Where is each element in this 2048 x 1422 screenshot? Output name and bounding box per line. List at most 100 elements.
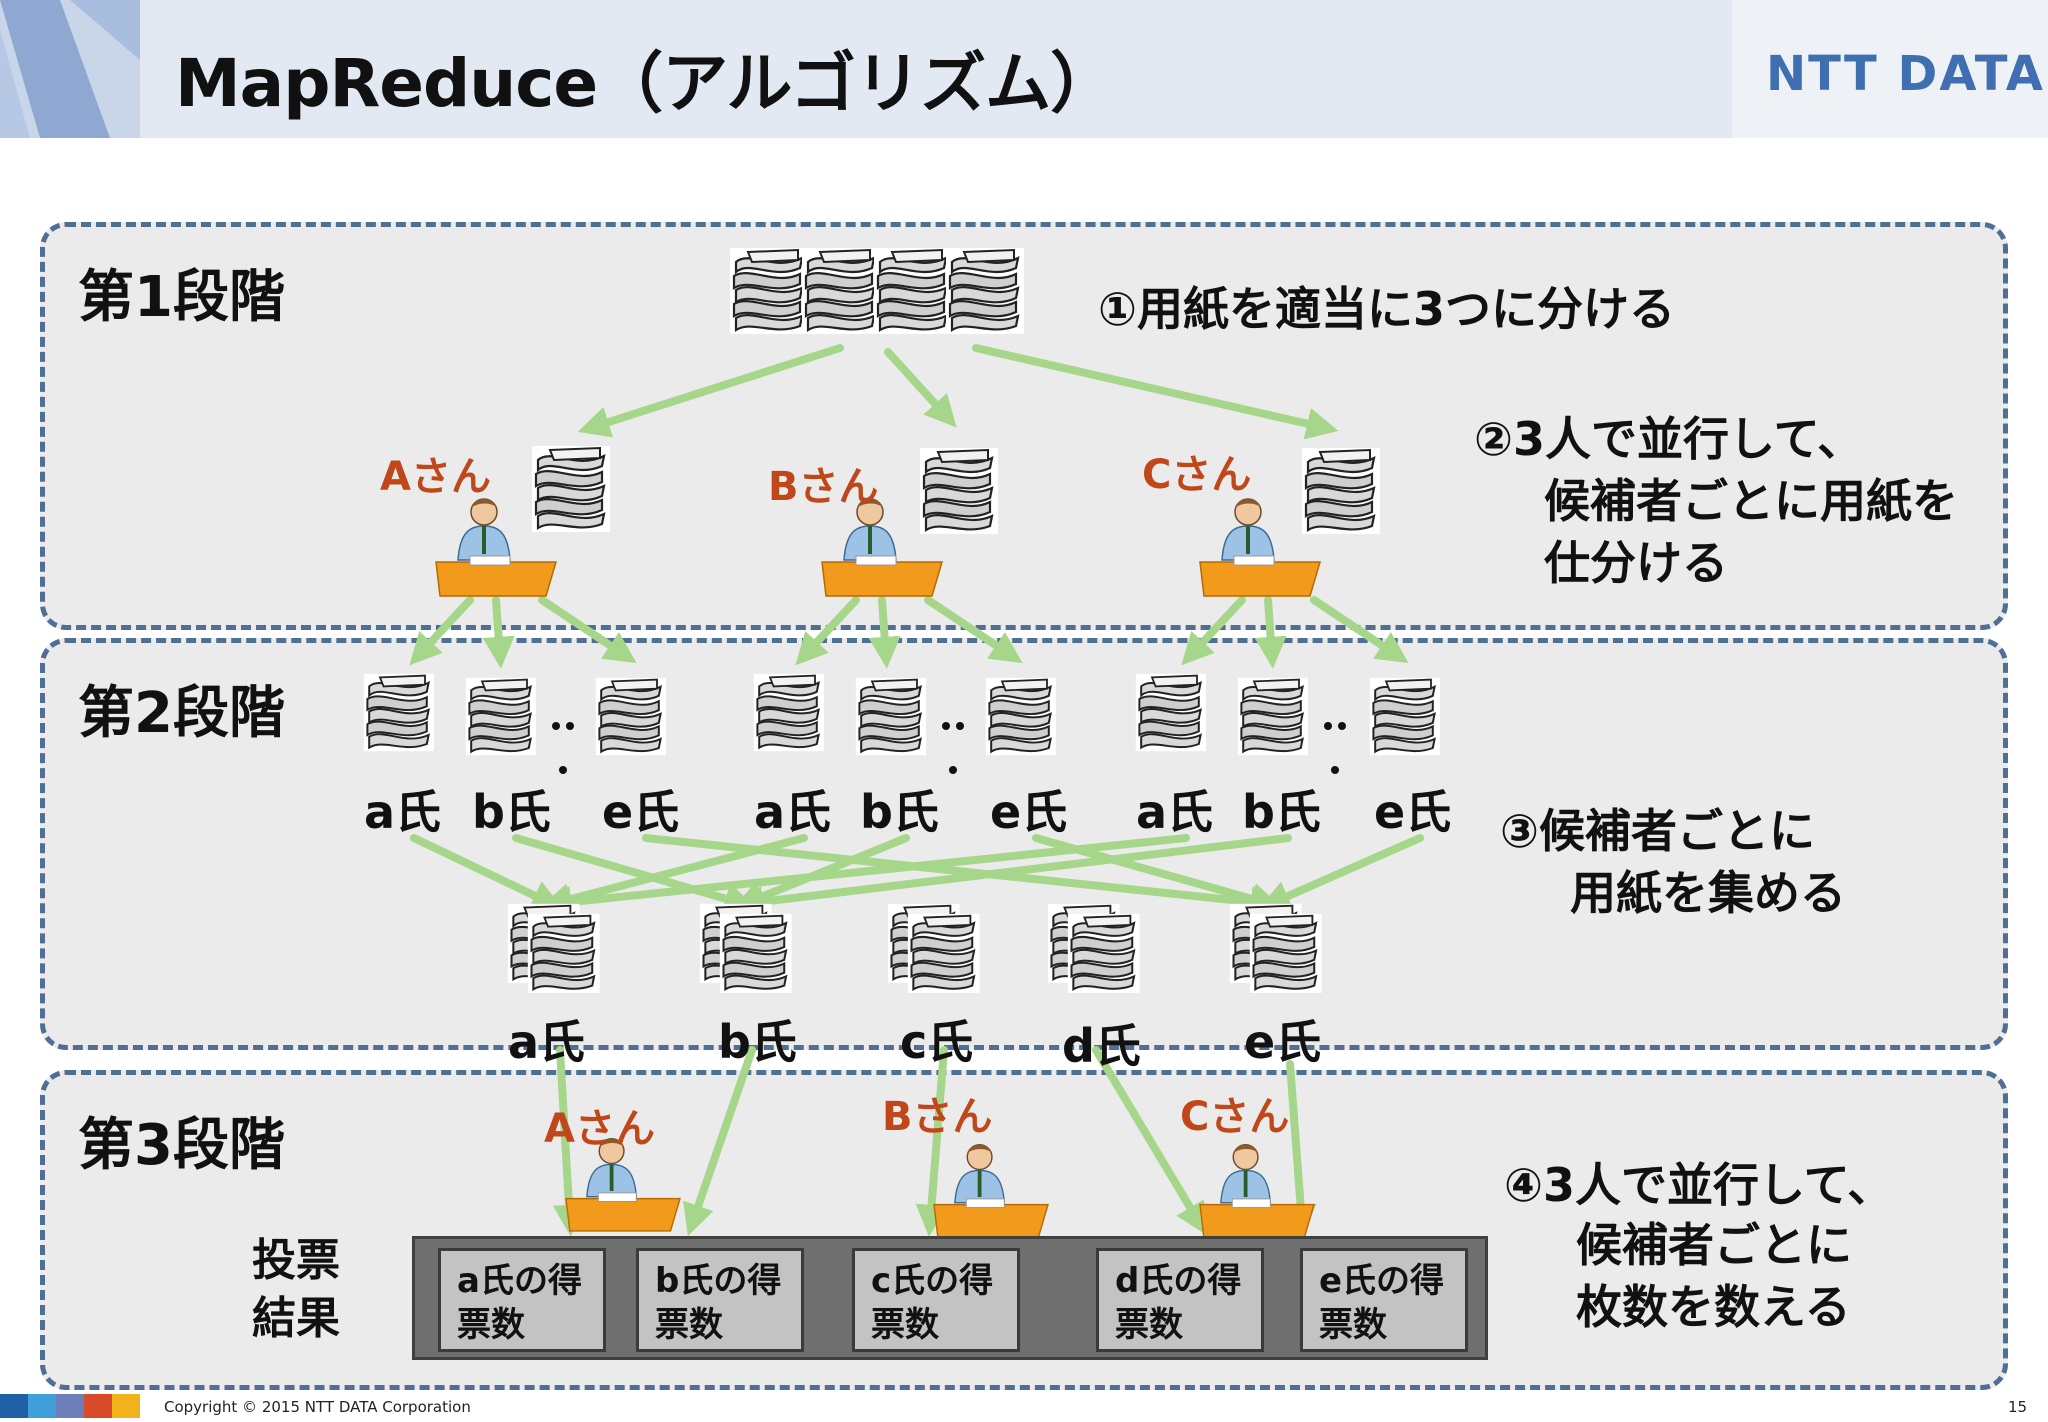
result-box-d: d氏の得 票数: [1096, 1248, 1264, 1352]
logo-area: [1732, 0, 2048, 138]
merged-label-a: a氏: [508, 1015, 586, 1069]
arrow-merged-b-to-counter: [683, 1046, 756, 1237]
stage2-group-c-label-b: b氏: [1242, 785, 1321, 839]
stage2-group-a-label-b: b氏: [472, 785, 551, 839]
arrow-worker-b-to-e: [924, 596, 1023, 664]
paper-stack-worker-a: [530, 444, 612, 534]
header-decoration: [0, 0, 140, 138]
stage-1-label: 第1段階: [78, 265, 285, 330]
arrow-worker-a-to-b: [482, 596, 515, 669]
merged-label-d: d氏: [1062, 1019, 1141, 1073]
result-d-line-2: 票数: [1115, 1305, 1183, 1345]
stage3-worker-a-label: Aさん: [544, 1106, 655, 1152]
footer-color-strip: [0, 1394, 140, 1418]
stage2-group-c-label-a: a氏: [1136, 785, 1214, 839]
ellipsis-dots-group3: [1324, 722, 1346, 774]
merged-label-b: b氏: [718, 1015, 797, 1069]
arrow-worker-a-to-e: [538, 596, 637, 664]
stage-3-label: 第3段階: [78, 1113, 285, 1178]
paper-stack-worker-c: [1300, 446, 1382, 536]
arrow-source-to-b: [884, 348, 957, 428]
result-box-b: b氏の得 票数: [636, 1248, 804, 1352]
merged-stack-e-front: [1248, 912, 1323, 994]
merged-stack-c-front: [906, 912, 981, 994]
merged-stack-d-front: [1066, 912, 1141, 994]
note-step-3-line-1: ③候補者ごとに: [1500, 804, 1815, 858]
result-box-c: c氏の得 票数: [852, 1248, 1020, 1352]
arrow-merged-e-to-counter: [1284, 1060, 1317, 1237]
note-step-4-line-1: ④3人で並行して、: [1504, 1158, 1894, 1212]
stage3-worker-b-label: Bさん: [882, 1094, 993, 1140]
slide-title: MapReduce（アルゴリズム）: [175, 45, 1116, 122]
stage2-pile-group2-b: [854, 676, 927, 757]
stage2-group-b-label-a: a氏: [754, 785, 832, 839]
vote-result-label-line-2: 結果: [252, 1293, 340, 1344]
stage2-pile-group1-a: [362, 672, 435, 753]
note-step-2-line-3: 仕分ける: [1544, 536, 1728, 590]
paper-stack-source-4: [944, 246, 1026, 336]
arrow-source-to-a: [577, 344, 844, 438]
shuffle-arrow-group3-e: [1258, 834, 1424, 911]
stage2-pile-group1-b: [464, 676, 537, 757]
shuffle-arrow-group3-a: [539, 834, 1190, 918]
stage2-group-a-label-a: a氏: [364, 785, 442, 839]
stage2-group-b-label-e: e氏: [990, 785, 1068, 839]
stage1-worker-a-label: Aさん: [380, 454, 491, 500]
result-e-line-1: e氏の得: [1319, 1261, 1445, 1301]
merged-stack-a-front: [526, 912, 601, 994]
result-box-e: e氏の得 票数: [1300, 1248, 1468, 1352]
copyright-text: Copyright © 2015 NTT DATA Corporation: [164, 1398, 471, 1416]
arrow-worker-c-to-b: [1254, 596, 1287, 669]
result-c-line-2: 票数: [871, 1305, 939, 1345]
note-step-4-line-2: 候補者ごとに: [1576, 1218, 1852, 1272]
stage2-group-b-label-b: b氏: [860, 785, 939, 839]
stage2-pile-group1-e: [594, 676, 667, 757]
arrow-worker-a-to-a: [409, 596, 474, 666]
arrow-worker-b-to-b: [868, 596, 901, 669]
paper-stack-source-2: [800, 246, 882, 336]
arrow-merged-c-to-counter: [915, 1046, 948, 1237]
stage2-group-a-label-e: e氏: [602, 785, 680, 839]
stage-1-panel: [40, 222, 2008, 630]
note-step-4-line-3: 枚数を数える: [1576, 1280, 1851, 1334]
stage-2-label: 第2段階: [78, 681, 285, 746]
result-b-line-1: b氏の得: [655, 1261, 782, 1301]
arrow-worker-b-to-a: [795, 596, 860, 666]
stage2-pile-group3-b: [1236, 676, 1309, 757]
result-a-line-1: a氏の得: [457, 1261, 582, 1301]
ellipsis-dots-group2: [942, 722, 964, 774]
shuffle-arrow-group3-b: [731, 834, 1292, 918]
arrow-worker-c-to-a: [1181, 596, 1246, 666]
result-c-line-1: c氏の得: [871, 1261, 994, 1301]
arrow-worker-c-to-e: [1310, 596, 1409, 664]
stage2-pile-group2-e: [984, 676, 1057, 757]
arrow-source-to-c: [972, 344, 1339, 440]
note-step-2-line-1: ②3人で並行して、: [1474, 412, 1864, 466]
stage3-worker-b-icon: [933, 1144, 1049, 1238]
stage2-group-c-label-e: e氏: [1374, 785, 1452, 839]
stage1-worker-c-label: Cさん: [1142, 452, 1252, 498]
paper-stack-worker-b: [918, 446, 1000, 536]
merged-stack-b-front: [718, 912, 793, 994]
stage3-worker-c-label: Cさん: [1180, 1094, 1290, 1140]
header-band: [0, 0, 2048, 138]
arrow-merged-d-to-counter: [1092, 1046, 1207, 1235]
stage2-pile-group2-a: [752, 672, 825, 753]
result-a-line-2: 票数: [457, 1305, 525, 1345]
result-b-line-2: 票数: [655, 1305, 723, 1345]
stage2-pile-group3-a: [1134, 672, 1207, 753]
merged-label-e: e氏: [1244, 1015, 1322, 1069]
result-e-line-2: 票数: [1319, 1305, 1387, 1345]
stage2-pile-group3-e: [1368, 676, 1441, 757]
shuffle-arrow-group1-b: [512, 834, 757, 915]
vote-result-label-line-1: 投票: [252, 1235, 340, 1286]
shuffle-arrow-group2-b: [732, 834, 910, 912]
vote-result-label: 投票 結果: [252, 1232, 352, 1348]
arrow-merged-a-to-counter: [552, 1046, 585, 1237]
note-step-3-line-2: 用紙を集める: [1570, 866, 1846, 920]
paper-stack-source-3: [872, 246, 954, 336]
paper-stack-source-1: [728, 246, 810, 336]
page-number: 15: [2008, 1398, 2028, 1416]
